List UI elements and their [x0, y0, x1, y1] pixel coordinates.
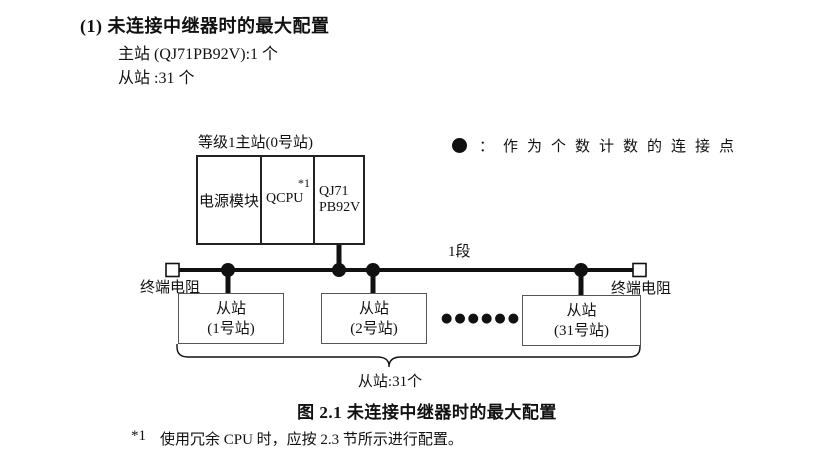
slave-station-2-number: (2号站) — [350, 320, 398, 337]
underbrace — [176, 344, 641, 368]
continuation-dots-icon: ●●●●●● — [441, 311, 522, 326]
cpu-cell: *1 QCPU — [262, 157, 315, 243]
master-station-label: 等级1主站(0号站) — [198, 135, 313, 151]
footnote-text: 使用冗余 CPU 时，应按 2.3 节所示进行配置。 — [160, 432, 463, 448]
legend-separator: ： — [479, 139, 495, 155]
terminator-right-icon — [632, 262, 647, 278]
network-module-name-line2: PB92V — [319, 200, 361, 215]
slave-total-label: 从站:31个 — [357, 374, 423, 390]
slave-station-2-name: 从站 — [358, 300, 389, 317]
connection-point-icon — [452, 138, 467, 153]
terminator-right-label: 终端电阻 — [611, 281, 672, 297]
footnote: *1 使用冗余 CPU 时，应按 2.3 节所示进行配置。 — [131, 428, 463, 449]
slave-station-1-name: 从站 — [215, 300, 246, 317]
power-module-label: 电源模块 — [198, 193, 259, 210]
slave-station-31-box: 从站 (31号站) — [522, 295, 641, 346]
connection-dot — [366, 263, 380, 277]
segment-label: 1段 — [448, 244, 471, 260]
connection-dot — [332, 263, 346, 277]
section-title: (1) 未连接中继器时的最大配置 — [80, 16, 330, 36]
slave-station-31-number: (31号站) — [554, 322, 609, 339]
connection-dot — [221, 263, 235, 277]
figure-caption: 图 2.1 未连接中继器时的最大配置 — [297, 403, 557, 422]
slave-count-line: 从站 :31 个 — [118, 70, 195, 87]
terminator-left-icon — [165, 262, 180, 278]
cpu-label: QCPU — [266, 191, 304, 206]
power-module-cell: 电源模块 — [198, 157, 262, 243]
network-module-cell: QJ71 PB92V — [315, 157, 363, 243]
legend-text: 作为个数计数的连接点 — [503, 139, 744, 155]
cpu-footnote-ref: *1 — [298, 176, 310, 190]
terminator-left-label: 终端电阻 — [140, 280, 201, 296]
master-station-box: 电源模块 *1 QCPU QJ71 PB92V — [196, 155, 365, 245]
slave-station-2-box: 从站 (2号站) — [321, 293, 427, 344]
master-count-line: 主站 (QJ71PB92V):1 个 — [118, 46, 279, 63]
slave-station-1-box: 从站 (1号站) — [178, 293, 284, 344]
slave-station-1-number: (1号站) — [207, 320, 255, 337]
legend: ： 作为个数计数的连接点 — [452, 137, 744, 155]
slave-station-31-name: 从站 — [566, 302, 597, 319]
connection-dot — [574, 263, 588, 277]
network-module-name-line1: QJ71 — [319, 184, 349, 199]
footnote-marker: *1 — [131, 428, 146, 444]
